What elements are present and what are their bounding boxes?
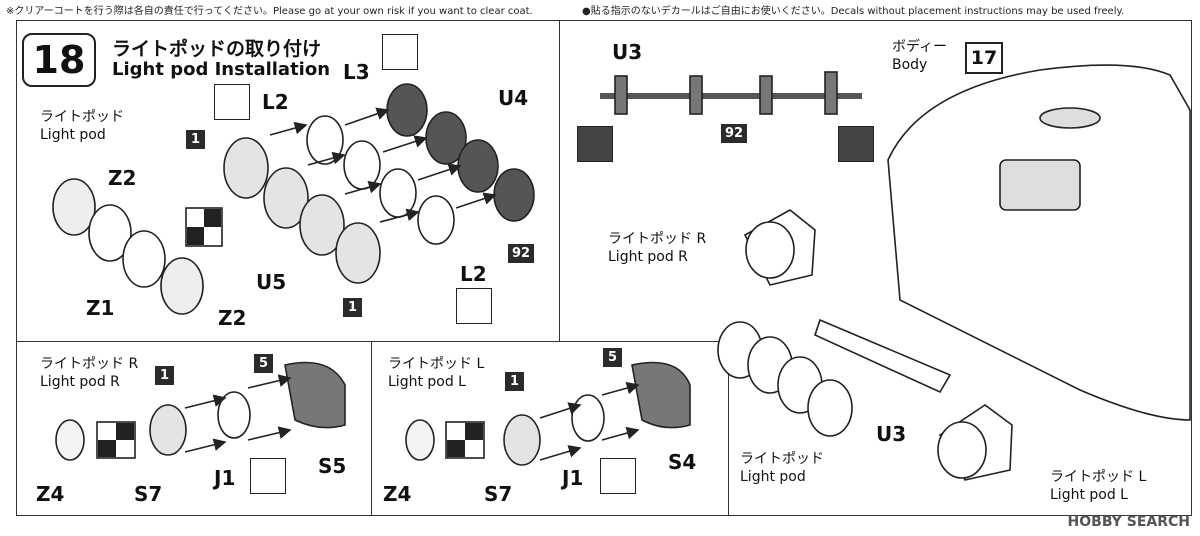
step-title-en: Light pod Installation	[112, 59, 331, 80]
part-z2-top: Z2	[108, 166, 137, 190]
body-label: ボディー Body	[892, 38, 947, 74]
light-pod-r-label-right: ライトポッド R Light pod R	[608, 230, 706, 266]
light-pod-l-label-middle: ライトポッド L Light pod L	[388, 355, 484, 391]
part-u3-bottom: U3	[876, 422, 907, 446]
part-j1-right: J1	[562, 466, 584, 490]
light-pod-l-en: Light pod L	[1050, 487, 1128, 503]
part-z2-bottom: Z2	[218, 306, 247, 330]
light-pod-r-en: Light pod R	[608, 249, 688, 265]
clear-coat-note: ※クリアーコートを行う際は各自の責任で行ってください。Please go at …	[6, 6, 533, 17]
color-1-box: 1	[505, 372, 524, 391]
body-en: Body	[892, 57, 928, 73]
color-92-box: 92	[721, 124, 747, 143]
part-l2-top: L2	[262, 90, 289, 114]
step-17-reference: 17	[965, 42, 1003, 74]
light-pod-r-jp: ライトポッド R	[608, 231, 707, 247]
part-l2-bottom: L2	[460, 262, 487, 286]
light-pod-l-panel	[371, 341, 729, 516]
glue-icon	[382, 34, 418, 70]
part-z4-right: Z4	[383, 482, 412, 506]
lens-z2-left	[52, 178, 96, 236]
light-pod-l-jp: ライトポッド L	[1050, 469, 1147, 485]
watermark: HOBBY SEARCH	[1067, 514, 1190, 530]
decal-note: ●貼る指示のないデカールはご自由にお使いください。Decals without …	[582, 6, 1125, 17]
decal-icon	[838, 126, 874, 162]
light-pod-l-jp: ライトポッド L	[388, 356, 485, 372]
glue-icon	[600, 458, 636, 494]
light-pod-jp: ライトポッド	[40, 109, 124, 125]
lens-z1-a	[88, 204, 132, 262]
color-1-box: 1	[155, 366, 174, 385]
light-pod-r-label-left: ライトポッド R Light pod R	[40, 355, 138, 391]
light-pod-label: ライトポッド Light pod	[40, 108, 124, 144]
part-j1-left: J1	[214, 466, 236, 490]
glue-icon	[456, 288, 492, 324]
light-pod-r-en: Light pod R	[40, 374, 120, 390]
part-s5: S5	[318, 454, 347, 478]
light-pod-l-label-right: ライトポッド L Light pod L	[1050, 468, 1146, 504]
light-pod-r-jp: ライトポッド R	[40, 356, 139, 372]
part-s4: S4	[668, 450, 697, 474]
part-l3: L3	[343, 60, 370, 84]
step-number: 18	[22, 33, 96, 87]
glue-icon	[214, 84, 250, 120]
light-pod-en: Light pod	[740, 469, 806, 485]
part-u5: U5	[256, 270, 287, 294]
step-title-jp: ライトポッドの取り付け	[112, 38, 322, 60]
color-92-box: 92	[508, 244, 534, 263]
body-jp: ボディー	[892, 39, 948, 55]
light-pod-en: Light pod	[40, 127, 106, 143]
part-z4-left: Z4	[36, 482, 65, 506]
decal-icon	[577, 126, 613, 162]
light-pod-jp: ライトポッド	[740, 451, 824, 467]
color-5-box: 5	[603, 348, 622, 367]
lens-z1-b	[122, 230, 166, 288]
part-s7-left: S7	[134, 482, 163, 506]
lens-z2-right	[160, 257, 204, 315]
light-pod-l-en: Light pod L	[388, 374, 466, 390]
color-1-box: 1	[186, 130, 205, 149]
glue-icon	[250, 458, 286, 494]
color-1-box: 1	[343, 298, 362, 317]
part-u4: U4	[498, 86, 529, 110]
color-5-box: 5	[254, 354, 273, 373]
light-pod-label-right: ライトポッド Light pod	[740, 450, 824, 486]
part-z1: Z1	[86, 296, 115, 320]
part-u3-top: U3	[612, 40, 643, 64]
part-s7-right: S7	[484, 482, 513, 506]
